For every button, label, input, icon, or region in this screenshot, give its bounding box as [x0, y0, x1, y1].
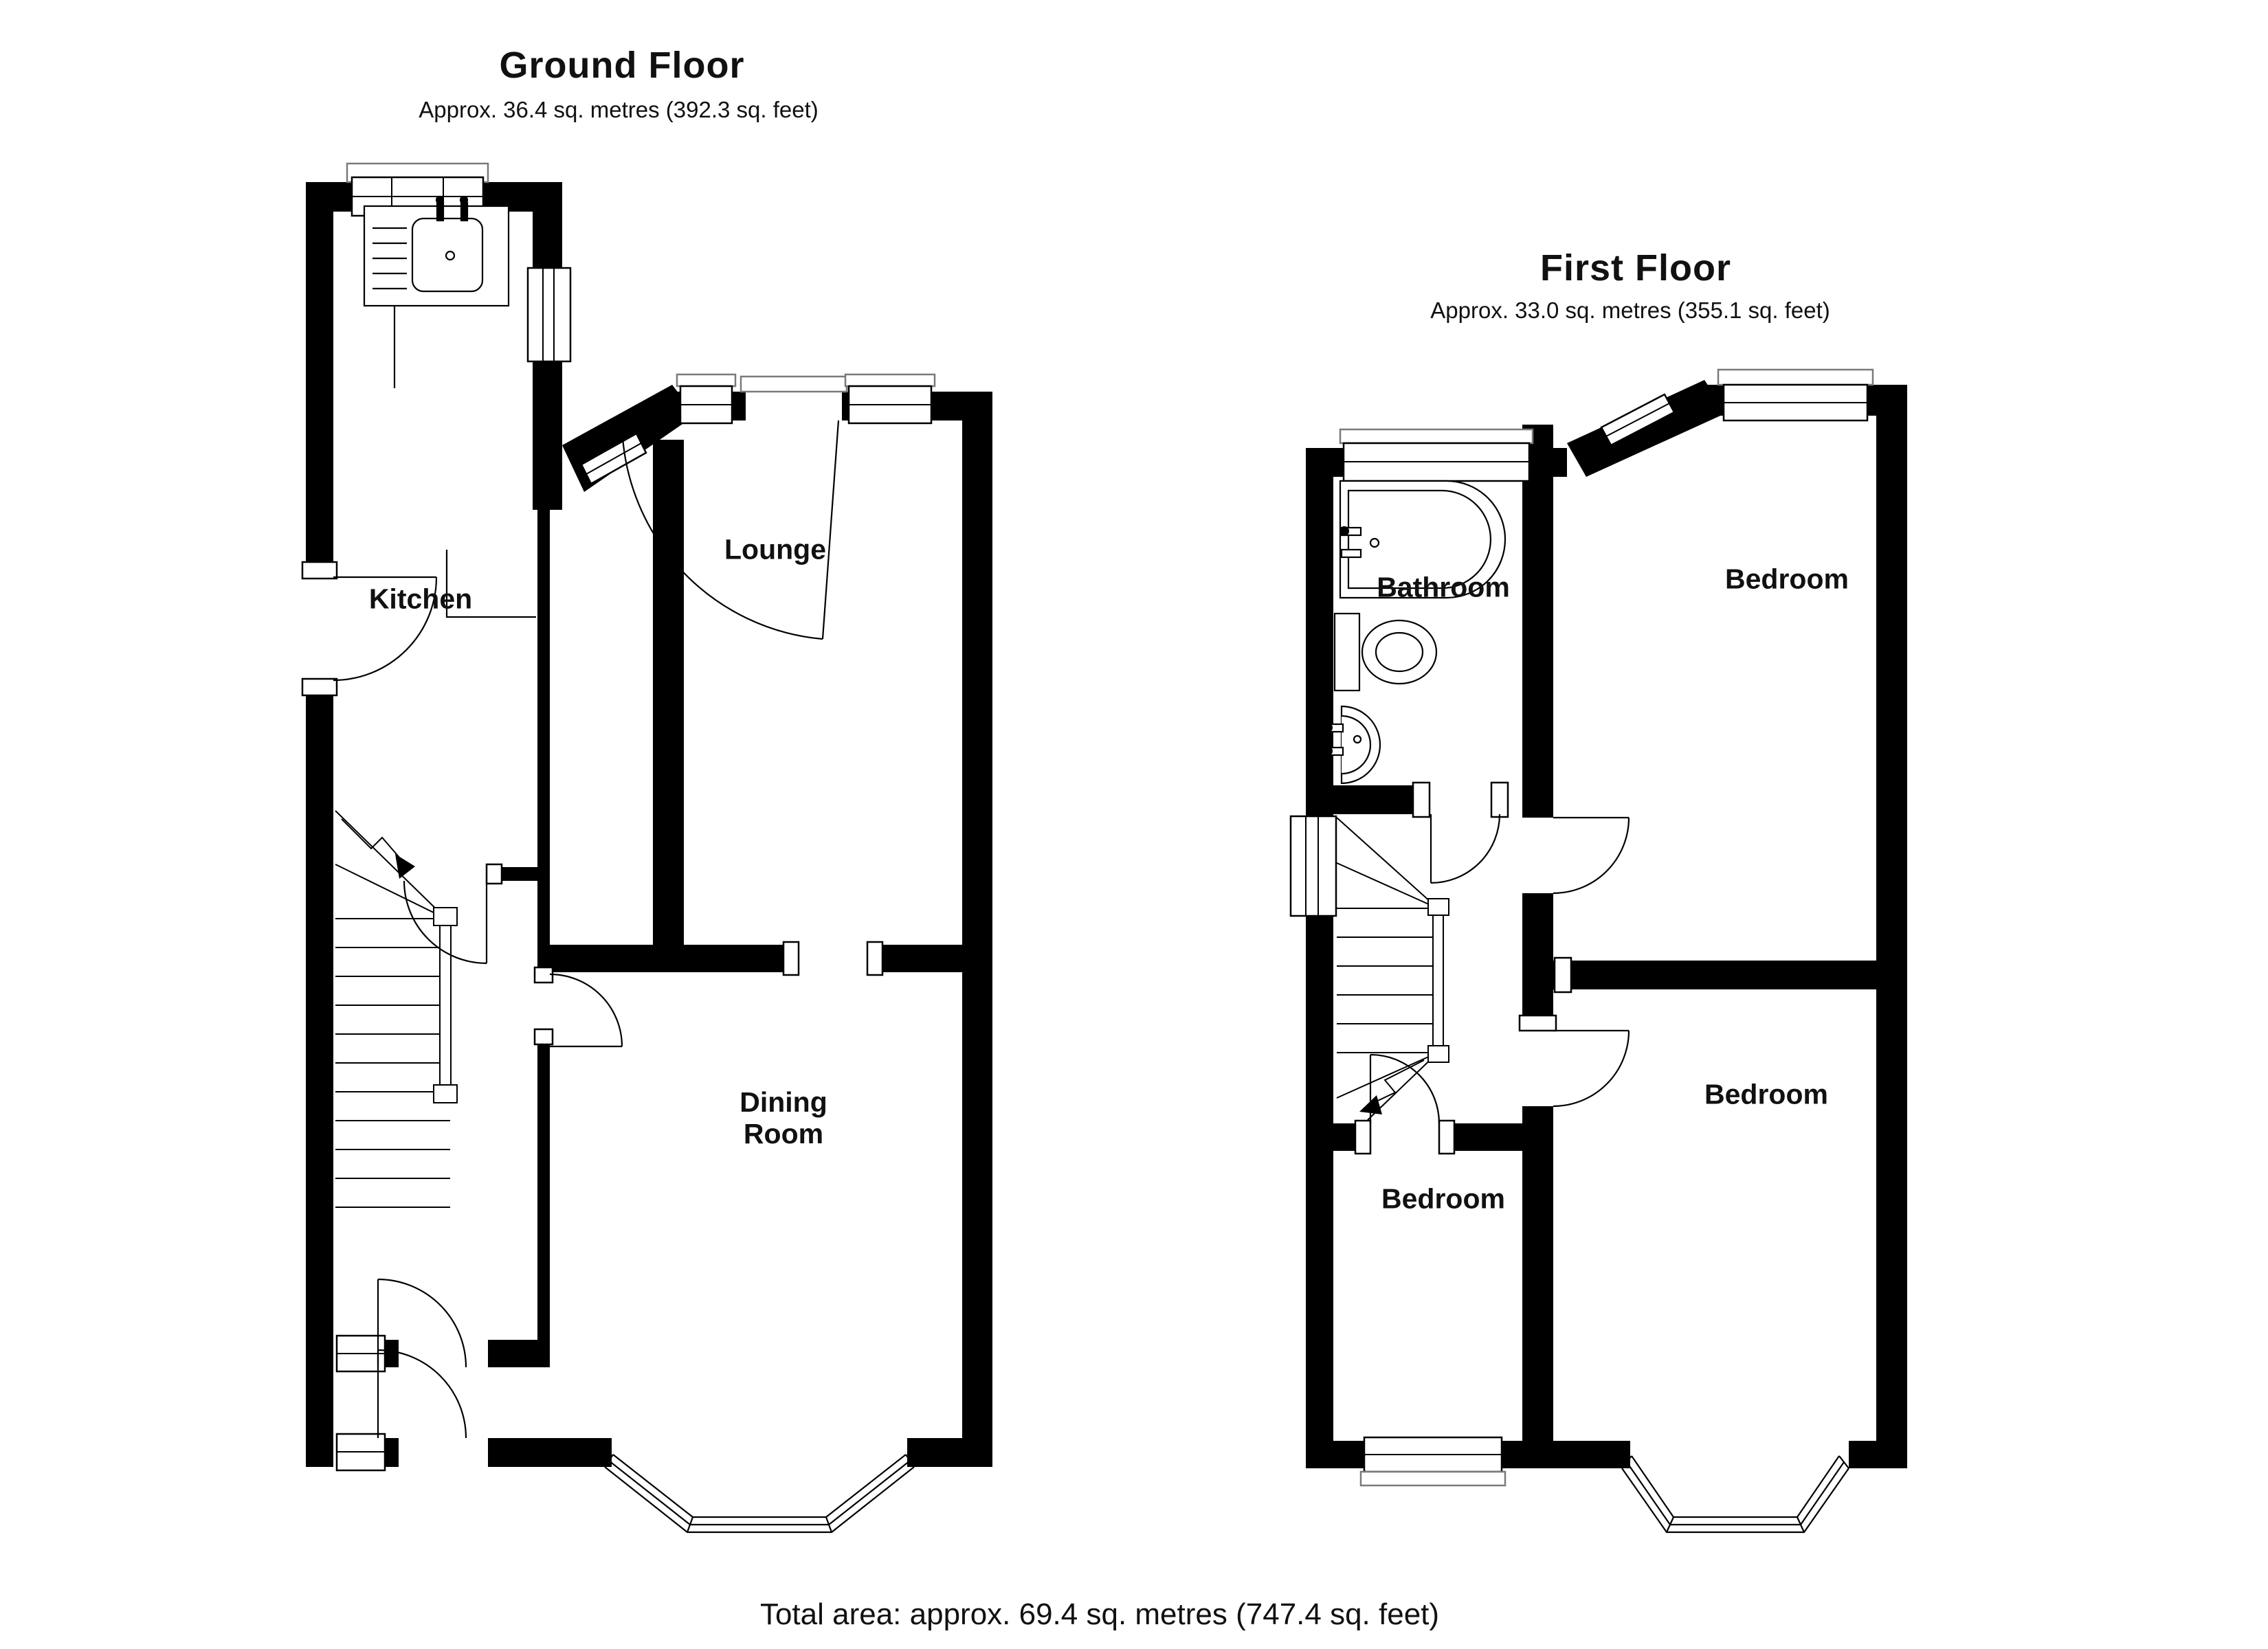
- bay-window-icon: [604, 1454, 915, 1534]
- bay-window-icon: [1621, 1455, 1849, 1534]
- ground-floor-title: Ground Floor: [499, 45, 745, 86]
- room-label-bathroom: Bathroom: [1377, 571, 1510, 603]
- stairs-icon: [1336, 817, 1449, 1121]
- first-floor-area: Approx. 33.0 sq. metres (355.1 sq. feet): [1430, 298, 1830, 323]
- room-label-kitchen: Kitchen: [368, 583, 473, 615]
- window-icon: [1289, 368, 1874, 1487]
- basin-icon: [1322, 705, 1381, 785]
- window-icon: [301, 162, 936, 1472]
- stairs-icon: [335, 810, 458, 1208]
- first-floor-plan: [1289, 368, 1907, 1534]
- ground-floor-plan: [301, 162, 992, 1534]
- room-label-dining-room: Dining Room: [740, 1086, 827, 1149]
- first-floor-title: First Floor: [1540, 247, 1731, 289]
- bathtub-icon: [1339, 480, 1507, 599]
- total-area-text: Total area: approx. 69.4 sq. metres (747…: [759, 1597, 1440, 1631]
- door-icon: [1369, 814, 1630, 1124]
- kitchen-sink-icon: [363, 195, 536, 618]
- room-label-bedroom-back: Bedroom: [1381, 1182, 1505, 1215]
- door-icon: [333, 420, 840, 1439]
- room-label-bedroom-front: Bedroom: [1725, 563, 1849, 595]
- room-label-lounge: Lounge: [724, 533, 827, 565]
- ground-floor-area: Approx. 36.4 sq. metres (392.3 sq. feet): [419, 97, 819, 122]
- room-label-bedroom-middle: Bedroom: [1704, 1078, 1828, 1110]
- toilet-icon: [1333, 612, 1438, 692]
- first-floor-walls: [1306, 380, 1907, 1468]
